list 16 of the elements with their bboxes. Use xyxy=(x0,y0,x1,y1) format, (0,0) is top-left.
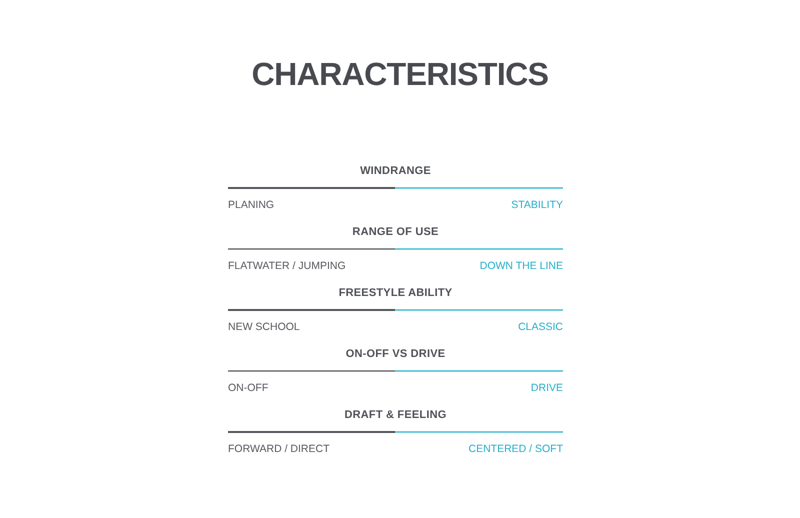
scale-left-label: FLATWATER / JUMPING xyxy=(228,260,346,273)
scale-heading: RANGE OF USE xyxy=(351,226,440,239)
scale-heading: DRAFT & FEELING xyxy=(344,409,448,422)
scale-right-label: CENTERED / SOFT xyxy=(468,443,563,456)
scale-right-label: DRIVE xyxy=(530,382,563,395)
scale-left-label: NEW SCHOOL xyxy=(228,321,300,334)
scale-right-label: STABILITY xyxy=(511,199,563,212)
scale-heading: FREESTYLE ABILITY xyxy=(338,287,454,300)
scale-left-label: FORWARD / DIRECT xyxy=(228,443,330,456)
scale-left-label: ON-OFF xyxy=(228,382,268,395)
chart-title: CHARACTERISTICS xyxy=(252,56,548,92)
scale-right-label: DOWN THE LINE xyxy=(480,260,563,273)
scale-heading: ON-OFF VS DRIVE xyxy=(344,348,446,361)
scale-left-label: PLANING xyxy=(228,199,274,212)
scale-right-label: CLASSIC xyxy=(518,321,563,334)
scale-heading: WINDRANGE xyxy=(359,165,432,178)
